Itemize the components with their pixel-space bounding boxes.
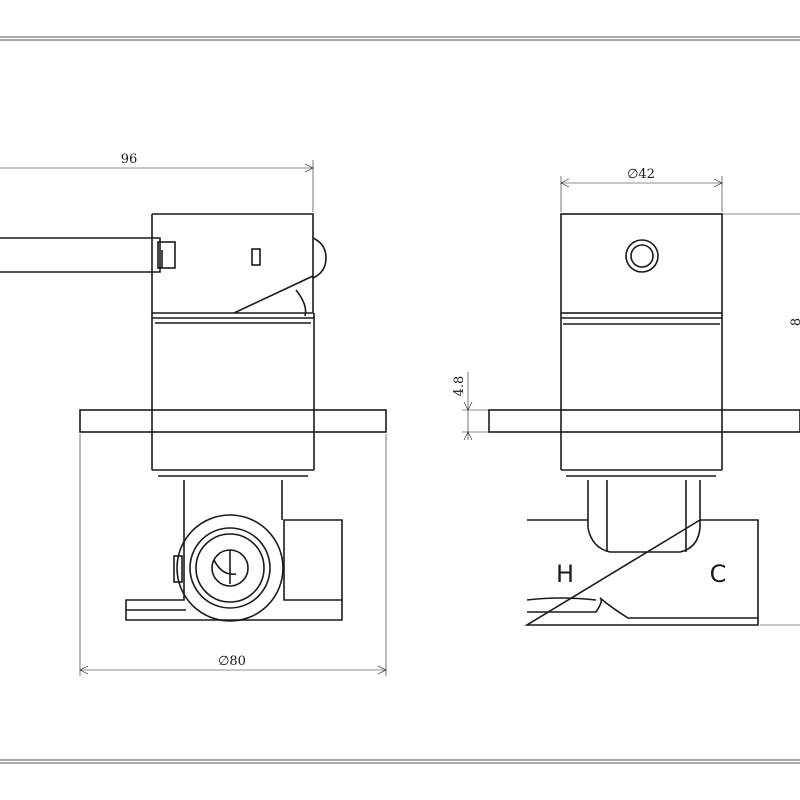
dim-body-diameter: ∅42 — [627, 167, 655, 182]
front-wall-plate — [488, 409, 800, 433]
front-valve-recess — [527, 597, 758, 619]
front-valve-body — [524, 519, 759, 626]
side-view-dimensions: 96 ∅80 — [0, 152, 387, 676]
handle-button — [312, 237, 327, 279]
handle-cam — [295, 289, 307, 317]
handle-slot — [251, 248, 261, 266]
dim-plate-thickness: 4.8 — [452, 376, 467, 397]
hot-port-label: H — [556, 560, 574, 588]
lever-clip — [157, 241, 176, 269]
lever-handle — [0, 237, 161, 273]
inlet-fitting — [173, 514, 284, 622]
front-body-cylinder — [560, 313, 723, 477]
front-handle-button — [625, 239, 659, 273]
dim-overall-height-partial: 8 — [789, 318, 800, 326]
valve-body — [125, 480, 343, 621]
dim-overall-depth: 96 — [121, 152, 138, 167]
handle-head — [151, 213, 314, 314]
front-view-dimensions: ∅42 4.8 8 — [452, 167, 800, 626]
front-handle-head — [560, 213, 723, 314]
sheet-frame — [0, 36, 800, 764]
wall-plate — [79, 409, 387, 433]
body-cylinder — [151, 313, 315, 477]
side-view — [0, 213, 387, 622]
dim-plate-diameter: ∅80 — [218, 654, 246, 669]
cold-port-label: C — [710, 560, 727, 588]
front-spindle — [587, 480, 701, 553]
front-view: H C — [488, 213, 800, 626]
